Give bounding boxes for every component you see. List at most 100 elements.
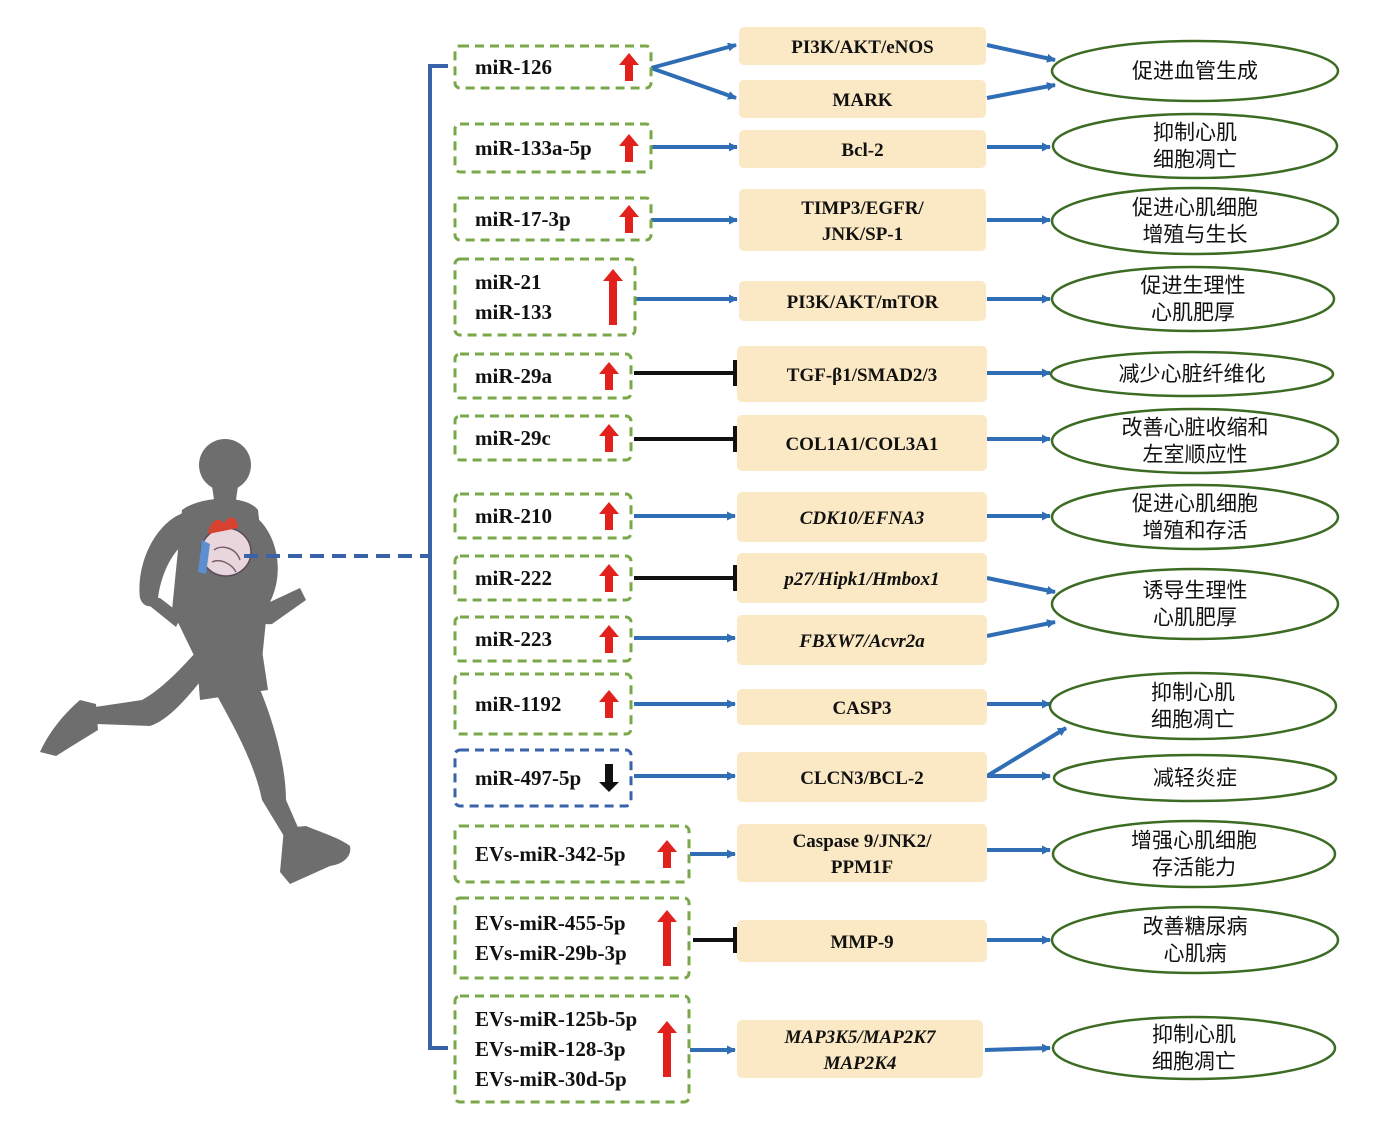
up-arrow-icon xyxy=(599,625,619,653)
target-label: TIMP3/EGFR/ xyxy=(801,198,924,219)
mirna-node: miR-1192 xyxy=(453,672,633,736)
effect-label: 增殖与生长 xyxy=(1143,223,1248,247)
mirna-box xyxy=(453,824,691,884)
mirna-label: miR-29c xyxy=(475,426,551,450)
target-layer: PI3K/AKT/eNOS MARK Bcl-2TIMP3/EGFR/JNK/SP-… xyxy=(737,27,987,1078)
mirna-node: miR-223 xyxy=(453,615,633,663)
down-arrow-icon xyxy=(599,764,619,792)
effect-label: 心肌肥厚 xyxy=(1151,301,1235,325)
mirna-label: EVs-miR-342-5p xyxy=(475,842,626,866)
mirna-label: EVs-miR-29b-3p xyxy=(475,941,627,965)
target-label: JNK/SP-1 xyxy=(822,224,903,245)
mirna-label: miR-223 xyxy=(475,627,552,651)
target-label: PI3K/AKT/eNOS xyxy=(791,37,934,58)
mirna-label: miR-29a xyxy=(475,364,552,388)
links-layer xyxy=(634,42,1068,1055)
effect-label: 改善心脏收缩和 xyxy=(1122,416,1269,440)
up-arrow-icon xyxy=(599,690,619,718)
mirna-label: EVs-miR-30d-5p xyxy=(475,1067,627,1091)
effect-label: 心肌肥厚 xyxy=(1153,606,1237,630)
effect-ellipse xyxy=(1052,753,1338,803)
up-arrow-icon xyxy=(619,205,639,233)
up-arrow-icon xyxy=(657,840,677,868)
mirna-box xyxy=(453,672,633,736)
effect-node: 减少心脏纤维化 xyxy=(1049,350,1335,398)
mirna-label: miR-133 xyxy=(475,300,552,324)
effect-label: 心肌病 xyxy=(1164,942,1227,966)
mirna-node: EVs-miR-125b-5pEVs-miR-128-3pEVs-miR-30d… xyxy=(453,994,691,1104)
target-label: PI3K/AKT/mTOR xyxy=(787,292,939,313)
target-label: Bcl-2 xyxy=(841,140,883,161)
mirna-box xyxy=(453,994,691,1104)
effect-label: 抑制心肌 xyxy=(1153,121,1237,145)
activate-arrow xyxy=(986,576,1056,595)
effect-ellipse xyxy=(1050,407,1340,475)
target-node: p27/Hipk1/Hmbox1 xyxy=(737,553,987,603)
mirna-label: EVs-miR-128-3p xyxy=(475,1037,626,1061)
target-label: FBXW7/Acvr2a xyxy=(798,631,925,652)
effect-label: 增殖和存活 xyxy=(1143,519,1248,543)
effect-label: 细胞凋亡 xyxy=(1151,708,1235,732)
effect-ellipse xyxy=(1051,1015,1337,1081)
up-arrow-icon xyxy=(603,269,623,325)
up-arrow-icon xyxy=(599,502,619,530)
target-label: MARK xyxy=(832,90,892,111)
target-box xyxy=(739,189,986,251)
target-box xyxy=(739,281,986,321)
target-node: CLCN3/BCL-2 xyxy=(737,752,987,802)
mirna-box xyxy=(453,554,633,602)
mirna-bracket xyxy=(428,64,448,1050)
activate-arrow xyxy=(986,619,1056,638)
target-box xyxy=(739,80,986,118)
activate-arrow xyxy=(986,43,1056,63)
target-label: COL1A1/COL3A1 xyxy=(785,434,938,455)
target-box xyxy=(739,130,986,168)
mirna-label: miR-222 xyxy=(475,566,552,590)
target-label: PPM1F xyxy=(831,857,893,878)
target-label: TGF-β1/SMAD2/3 xyxy=(787,365,937,386)
runner-silhouette-icon xyxy=(40,439,351,884)
mirna-box xyxy=(453,896,691,980)
mirna-node: miR-222 xyxy=(453,554,633,602)
target-node: PI3K/AKT/mTOR xyxy=(739,281,986,321)
activate-arrow xyxy=(984,1043,1051,1053)
effect-label: 减轻炎症 xyxy=(1153,766,1237,790)
effect-ellipse xyxy=(1051,819,1337,889)
target-box xyxy=(737,415,987,471)
target-node: PI3K/AKT/eNOS xyxy=(739,27,986,65)
mirna-box xyxy=(453,352,633,400)
mirna-box xyxy=(453,257,637,337)
target-box xyxy=(737,824,987,882)
effect-ellipse xyxy=(1049,350,1335,398)
target-label: MAP3K5/MAP2K7 xyxy=(784,1027,937,1048)
target-box xyxy=(737,615,987,665)
mirna-label: miR-1192 xyxy=(475,692,561,716)
mirna-label: miR-17-3p xyxy=(475,207,571,231)
effect-label: 细胞凋亡 xyxy=(1153,148,1237,172)
mirna-label: miR-133a-5p xyxy=(475,136,592,160)
mirna-label: miR-210 xyxy=(475,504,552,528)
mirna-layer: miR-126 miR-133a-5p miR-17-3p miR-21miR-133… xyxy=(453,44,691,1104)
mirna-label: EVs-miR-125b-5p xyxy=(475,1007,637,1031)
effect-ellipse xyxy=(1050,39,1340,103)
mirna-label: miR-497-5p xyxy=(475,766,581,790)
target-box xyxy=(737,346,987,402)
mirna-label: EVs-miR-455-5p xyxy=(475,911,626,935)
target-box xyxy=(737,553,987,603)
up-arrow-icon xyxy=(599,424,619,452)
target-label: CDK10/EFNA3 xyxy=(800,508,925,529)
effect-label: 促进血管生成 xyxy=(1132,59,1258,83)
effect-ellipse xyxy=(1048,671,1338,741)
mirna-label: miR-126 xyxy=(475,55,552,79)
target-node: CDK10/EFNA3 xyxy=(737,492,987,542)
up-arrow-icon xyxy=(619,134,639,162)
effect-ellipse xyxy=(1050,265,1336,333)
effect-node: 促进血管生成 xyxy=(1050,39,1340,103)
